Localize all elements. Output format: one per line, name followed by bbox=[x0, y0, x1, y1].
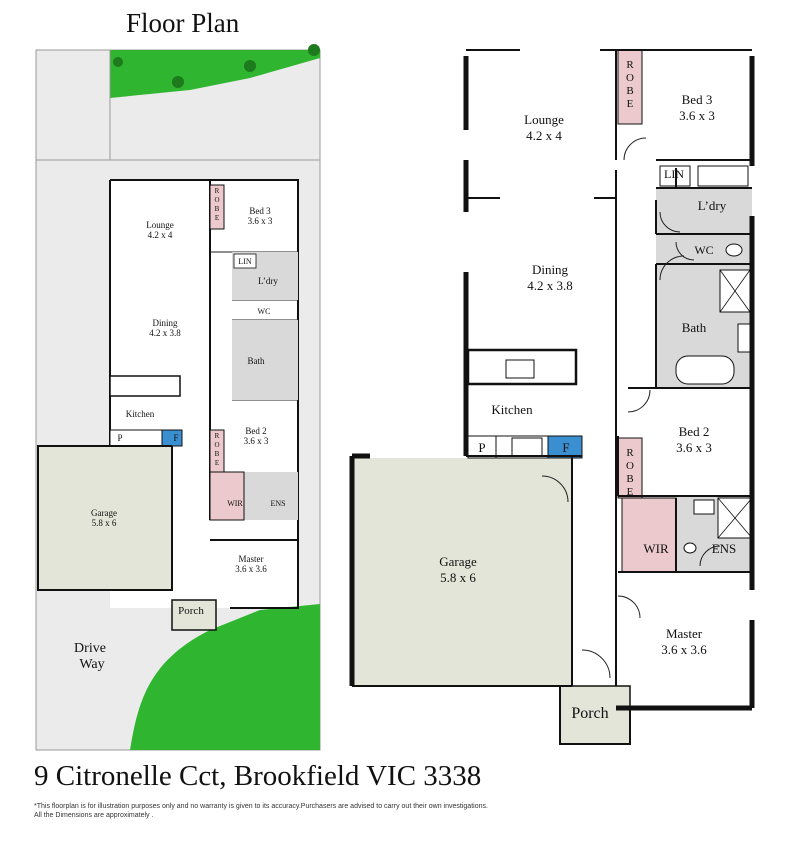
site_plan-laundry-label: L’dry bbox=[258, 276, 278, 286]
floor_plan-lin-label: LIN bbox=[664, 167, 684, 181]
dining-dims-label: 4.2 x 3.8 bbox=[149, 328, 181, 338]
master-dims-label: 3.6 x 3.6 bbox=[661, 642, 707, 657]
site_plan-ens-label: ENS bbox=[270, 499, 285, 508]
disclaimer: *This floorplan is for illustration purp… bbox=[34, 802, 594, 820]
bed2-name-label: Bed 2 bbox=[245, 426, 266, 436]
shrub-icon bbox=[308, 44, 320, 56]
floor_plan-porch-label: Porch bbox=[571, 705, 608, 722]
driveway-1-label: Way bbox=[79, 657, 104, 672]
site_plan-wc-label: WC bbox=[258, 307, 271, 316]
site-porch bbox=[171, 599, 217, 631]
master-dims-label: 3.6 x 3.6 bbox=[235, 564, 267, 574]
fridge-icon bbox=[547, 435, 583, 459]
master-name-label: Master bbox=[239, 554, 264, 564]
walk-in-robe bbox=[621, 497, 677, 573]
garage-name-label: Garage bbox=[91, 508, 117, 518]
floor_plan-ens-label: ENS bbox=[712, 541, 737, 556]
site_plan-pantry-label: P bbox=[117, 433, 122, 443]
lounge-name-label: Lounge bbox=[146, 220, 174, 230]
lounge-dims-label: 4.2 x 4 bbox=[148, 230, 173, 240]
laundry-room bbox=[656, 188, 752, 234]
site_plan-fridge-label: F bbox=[173, 433, 178, 443]
main-floor-plan: Lounge 4.2 x 4 Bed 3 3.6 x 3 LIN L’dry W… bbox=[349, 49, 755, 745]
floor_plan-pantry-label: P bbox=[478, 440, 485, 455]
site-garage bbox=[37, 445, 173, 591]
page-title: Floor Plan bbox=[126, 8, 240, 38]
bed3-name-label: Bed 3 bbox=[249, 206, 271, 216]
dining-name-label: Dining bbox=[152, 318, 178, 328]
bed2-dims-label: 3.6 x 3 bbox=[244, 436, 269, 446]
property-address: 9 Citronelle Cct, Brookfield VIC 3338 bbox=[34, 760, 482, 792]
garage-dims-label: 5.8 x 6 bbox=[92, 518, 117, 528]
garage-area bbox=[352, 458, 572, 686]
master-name-label: Master bbox=[666, 626, 703, 641]
shrub-icon bbox=[172, 76, 184, 88]
dining-name-label: Dining bbox=[532, 262, 569, 277]
disclaimer-line: *This floorplan is for illustration purp… bbox=[34, 803, 488, 810]
floor_plan-wc-label: WC bbox=[694, 243, 713, 257]
floor_plan-laundry-label: L’dry bbox=[698, 198, 727, 213]
site_plan-bath-label: Bath bbox=[248, 356, 265, 366]
floor_plan-kitchen-label: Kitchen bbox=[491, 402, 533, 417]
driveway-0-label: Drive bbox=[74, 641, 106, 656]
bed3-name-label: Bed 3 bbox=[682, 92, 713, 107]
site_plan-lin-label: LIN bbox=[238, 257, 252, 266]
lounge-dims-label: 4.2 x 4 bbox=[526, 128, 562, 143]
dining-dims-label: 4.2 x 3.8 bbox=[527, 278, 573, 293]
floor_plan-fridge-label: F bbox=[562, 440, 569, 455]
bed2-name-label: Bed 2 bbox=[679, 424, 710, 439]
floor_plan-wir-label: WIR bbox=[643, 541, 669, 556]
shrub-icon bbox=[244, 60, 256, 72]
bed3-robe bbox=[617, 49, 643, 125]
disclaimer-line: All the Dimensions are approximately . bbox=[34, 812, 154, 819]
site_plan-kitchen-label: Kitchen bbox=[126, 409, 155, 419]
cooktop-icon bbox=[511, 437, 543, 457]
garage-dims-label: 5.8 x 6 bbox=[440, 570, 476, 585]
floor_plan-bath-label: Bath bbox=[682, 320, 707, 335]
bed3-dims-label: 3.6 x 3 bbox=[679, 108, 715, 123]
lounge-name-label: Lounge bbox=[524, 112, 564, 127]
front-lawn bbox=[130, 604, 320, 750]
site-plan: Lounge 4.2 x 4 Bed 3 3.6 x 3 LIN L’dry W… bbox=[35, 44, 321, 751]
bed3-dims-label: 3.6 x 3 bbox=[248, 216, 273, 226]
bathtub-icon bbox=[675, 355, 735, 385]
site_plan-porch-label: Porch bbox=[178, 605, 204, 617]
rear-lawn bbox=[110, 50, 320, 98]
site_plan-wir-label: WIR bbox=[227, 499, 243, 508]
bed2-dims-label: 3.6 x 3 bbox=[676, 440, 712, 455]
shrub-icon bbox=[113, 57, 123, 67]
garage-name-label: Garage bbox=[439, 554, 477, 569]
sink-icon bbox=[505, 359, 535, 379]
